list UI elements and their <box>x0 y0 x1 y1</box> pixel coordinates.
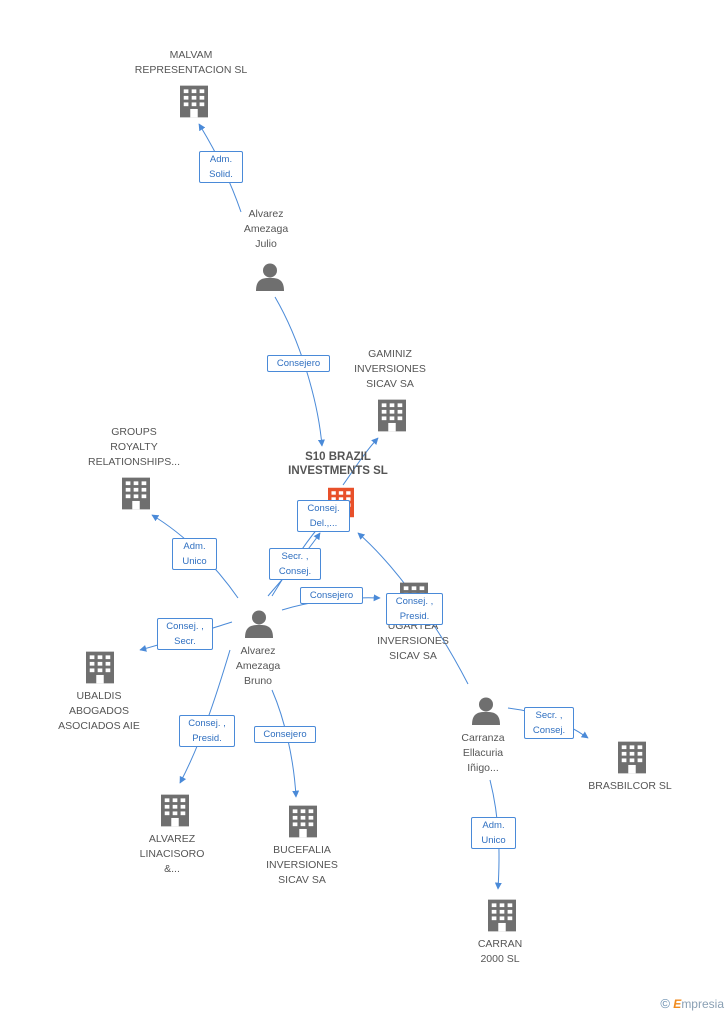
edge-label-adm-unico-carran[interactable]: Adm. Unico <box>471 817 516 849</box>
node-label-groups-royalty[interactable]: GROUPS ROYALTY RELATIONSHIPS... <box>88 426 180 468</box>
edge-label-consejero-julio[interactable]: Consejero <box>267 355 330 372</box>
edge-label-consej-presid-linacisoro[interactable]: Consej. , Presid. <box>179 715 235 747</box>
edge-label-consej-presid-carranza[interactable]: Consej. , Presid. <box>386 593 443 625</box>
node-label-alvarez-bruno[interactable]: Alvarez Amezaga Bruno <box>235 645 281 687</box>
brand-name: mpresia <box>681 997 724 1011</box>
edge-label-consejero-ugartea[interactable]: Consejero <box>300 587 363 604</box>
building-icon[interactable] <box>122 477 150 510</box>
edge-label-adm-unico-groups[interactable]: Adm. Unico <box>172 538 217 570</box>
building-icon[interactable] <box>378 399 406 432</box>
person-icon[interactable] <box>256 263 284 291</box>
empresia-brand[interactable]: © Empresia <box>660 996 724 1011</box>
edge-label-consej-secr-ubaldis[interactable]: Consej. , Secr. <box>157 618 213 650</box>
node-label-s10-brazil[interactable]: S10 BRAZIL INVESTMENTS SL <box>288 451 388 477</box>
edge-label-adm-solid[interactable]: Adm. Solid. <box>199 151 243 183</box>
building-icon[interactable] <box>618 741 646 774</box>
node-label-malvam[interactable]: MALVAM REPRESENTACION SL <box>134 49 248 76</box>
edge-bruno-bucefalia[interactable] <box>271 689 300 798</box>
building-icon[interactable] <box>86 651 114 684</box>
building-icon[interactable] <box>488 899 516 932</box>
brand-initial: E <box>673 997 682 1011</box>
edge-s10-gaminiz[interactable] <box>342 437 379 486</box>
person-icon[interactable] <box>245 610 273 638</box>
building-icon[interactable] <box>161 794 189 827</box>
edge-label-secr-consej-bruno[interactable]: Secr. , Consej. <box>269 548 321 580</box>
node-label-alvarez-linacisoro[interactable]: ALVAREZ LINACISORO &... <box>139 833 205 875</box>
edge-label-secr-consej-brasbilcor[interactable]: Secr. , Consej. <box>524 707 574 739</box>
edge-label-consejero-bucefalia[interactable]: Consejero <box>254 726 316 743</box>
node-label-carranza[interactable]: Carranza Ellacuria Iñigo... <box>461 732 505 774</box>
node-label-ubaldis[interactable]: UBALDIS ABOGADOS ASOCIADOS AIE <box>58 690 140 732</box>
icons <box>86 85 646 932</box>
node-label-gaminiz[interactable]: GAMINIZ INVERSIONES SICAV SA <box>354 348 426 390</box>
node-label-carran[interactable]: CARRAN 2000 SL <box>477 938 523 965</box>
node-label-alvarez-julio[interactable]: Alvarez Amezaga Julio <box>243 208 289 250</box>
building-icon[interactable] <box>289 805 317 838</box>
edge-label-consej-del[interactable]: Consej. Del.,... <box>297 500 350 532</box>
copyright-icon: © <box>660 996 670 1011</box>
node-label-ugartea[interactable]: UGARTEA INVERSIONES SICAV SA <box>377 620 449 662</box>
building-icon[interactable] <box>180 85 208 118</box>
node-label-bucefalia[interactable]: BUCEFALIA INVERSIONES SICAV SA <box>266 844 338 886</box>
node-label-brasbilcor[interactable]: BRASBILCOR SL <box>588 780 672 792</box>
person-icon[interactable] <box>472 697 500 725</box>
